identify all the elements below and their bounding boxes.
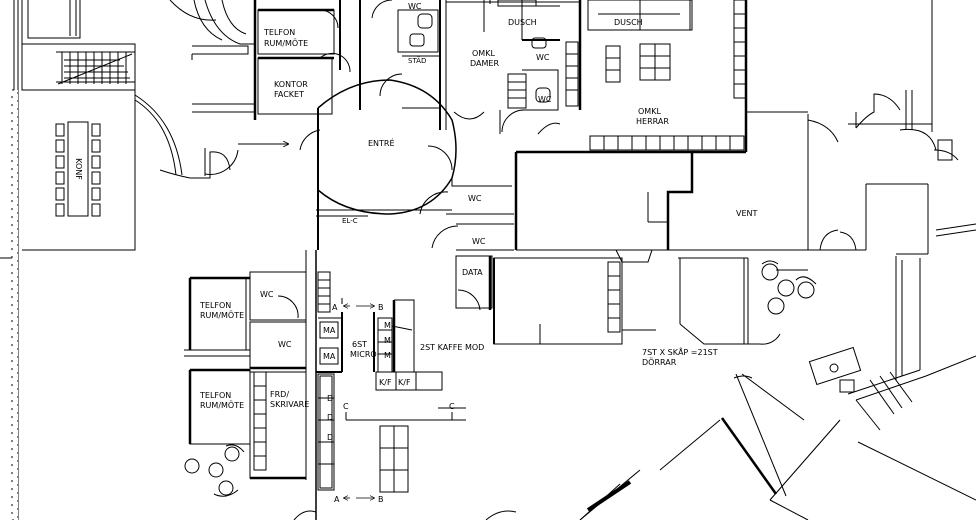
room-label-telefon-low-2: RUM/MÖTE <box>200 400 244 410</box>
mens-changing-room <box>514 0 748 250</box>
room-label-stad: STÄD <box>408 56 426 65</box>
room-label-omkl-damer-2: DAMER <box>470 59 499 68</box>
kitchen-ma-2: MA <box>323 352 336 361</box>
kitchen-area <box>316 271 466 493</box>
room-label-skap-2: DÖRRAR <box>642 357 677 367</box>
kitchen-m-2: M <box>384 336 391 345</box>
room-label-kontor-2: FACKET <box>274 90 304 99</box>
section-mark-b-top: B <box>378 303 384 312</box>
kitchen-micro-1: 6ST <box>352 340 367 349</box>
room-label-kontor-1: KONTOR <box>274 80 308 89</box>
room-label-entre: ENTRÉ <box>368 137 395 148</box>
mid-wc-data <box>419 178 514 311</box>
section-mark-c-right: C <box>449 402 455 411</box>
room-label-frd-2: SKRIVARE <box>270 400 309 409</box>
room-label-data: DATA <box>462 268 483 277</box>
kitchen-kf-2: K/F <box>398 378 411 387</box>
room-label-dusch-1: DUSCH <box>508 18 537 27</box>
room-label-omkl-damer-1: OMKL <box>472 49 495 58</box>
kitchen-d-1: D <box>327 394 333 403</box>
entrance-hall <box>204 79 457 250</box>
room-label-telefon-low-1: TELFON <box>199 391 231 400</box>
south-center-rooms <box>485 249 976 520</box>
kitchen-ma-1: MA <box>323 326 336 335</box>
conference-room <box>22 89 231 251</box>
kitchen-micro-2: MICRO <box>350 350 377 359</box>
room-label-telefon-top-1: TELFON <box>263 28 295 37</box>
section-mark-b-bottom: B <box>378 495 384 504</box>
kitchen-kf-1: K/F <box>379 378 392 387</box>
room-label-wc-left-2: WC <box>278 340 292 349</box>
vent-and-right-area <box>516 0 976 431</box>
room-label-wc-left-1: WC <box>260 290 274 299</box>
left-stair-area <box>0 0 136 520</box>
ladies-changing-room <box>446 0 580 135</box>
diagonal-wall-segment <box>586 480 632 512</box>
room-label-wc-damer-1: WC <box>536 53 550 62</box>
room-label-el-c: EL-C <box>342 217 358 225</box>
section-arrows <box>344 306 374 498</box>
room-label-omkl-herrar-2: HERRAR <box>636 117 669 126</box>
kitchen-m-1: M <box>384 321 391 330</box>
section-mark-a-top: A <box>332 303 338 312</box>
room-label-dusch-2: DUSCH <box>614 18 643 27</box>
room-label-telefon-mid-2: RUM/MÖTE <box>200 310 244 320</box>
lower-left-rooms <box>184 250 317 520</box>
room-label-wc-mid-1: WC <box>468 194 482 203</box>
room-label-telefon-mid-1: TELFON <box>199 301 231 310</box>
section-mark-a-bottom: A <box>334 495 340 504</box>
kitchen-m-3: M <box>384 351 391 360</box>
room-label-omkl-herrar-1: OMKL <box>638 107 661 116</box>
kitchen-d-3: D <box>327 433 333 442</box>
section-mark-c-left: C <box>343 402 349 411</box>
kitchen-d-2: D <box>327 413 333 422</box>
room-label-konf: KONF <box>74 158 83 180</box>
top-rooms <box>169 0 485 130</box>
room-label-wc-mid-2: WC <box>472 237 486 246</box>
room-label-skap-1: 7ST X SKÅP =21ST <box>642 346 718 357</box>
room-label-wc-damer-2: WC <box>538 95 552 104</box>
room-label-vent: VENT <box>736 209 758 218</box>
kitchen-kaffe: 2ST KAFFE MOD <box>420 343 484 352</box>
room-label-wc-top: WC <box>408 2 422 11</box>
room-label-telefon-top-2: RUM/MÖTE <box>264 38 308 48</box>
room-label-frd-1: FRD/ <box>270 390 289 399</box>
